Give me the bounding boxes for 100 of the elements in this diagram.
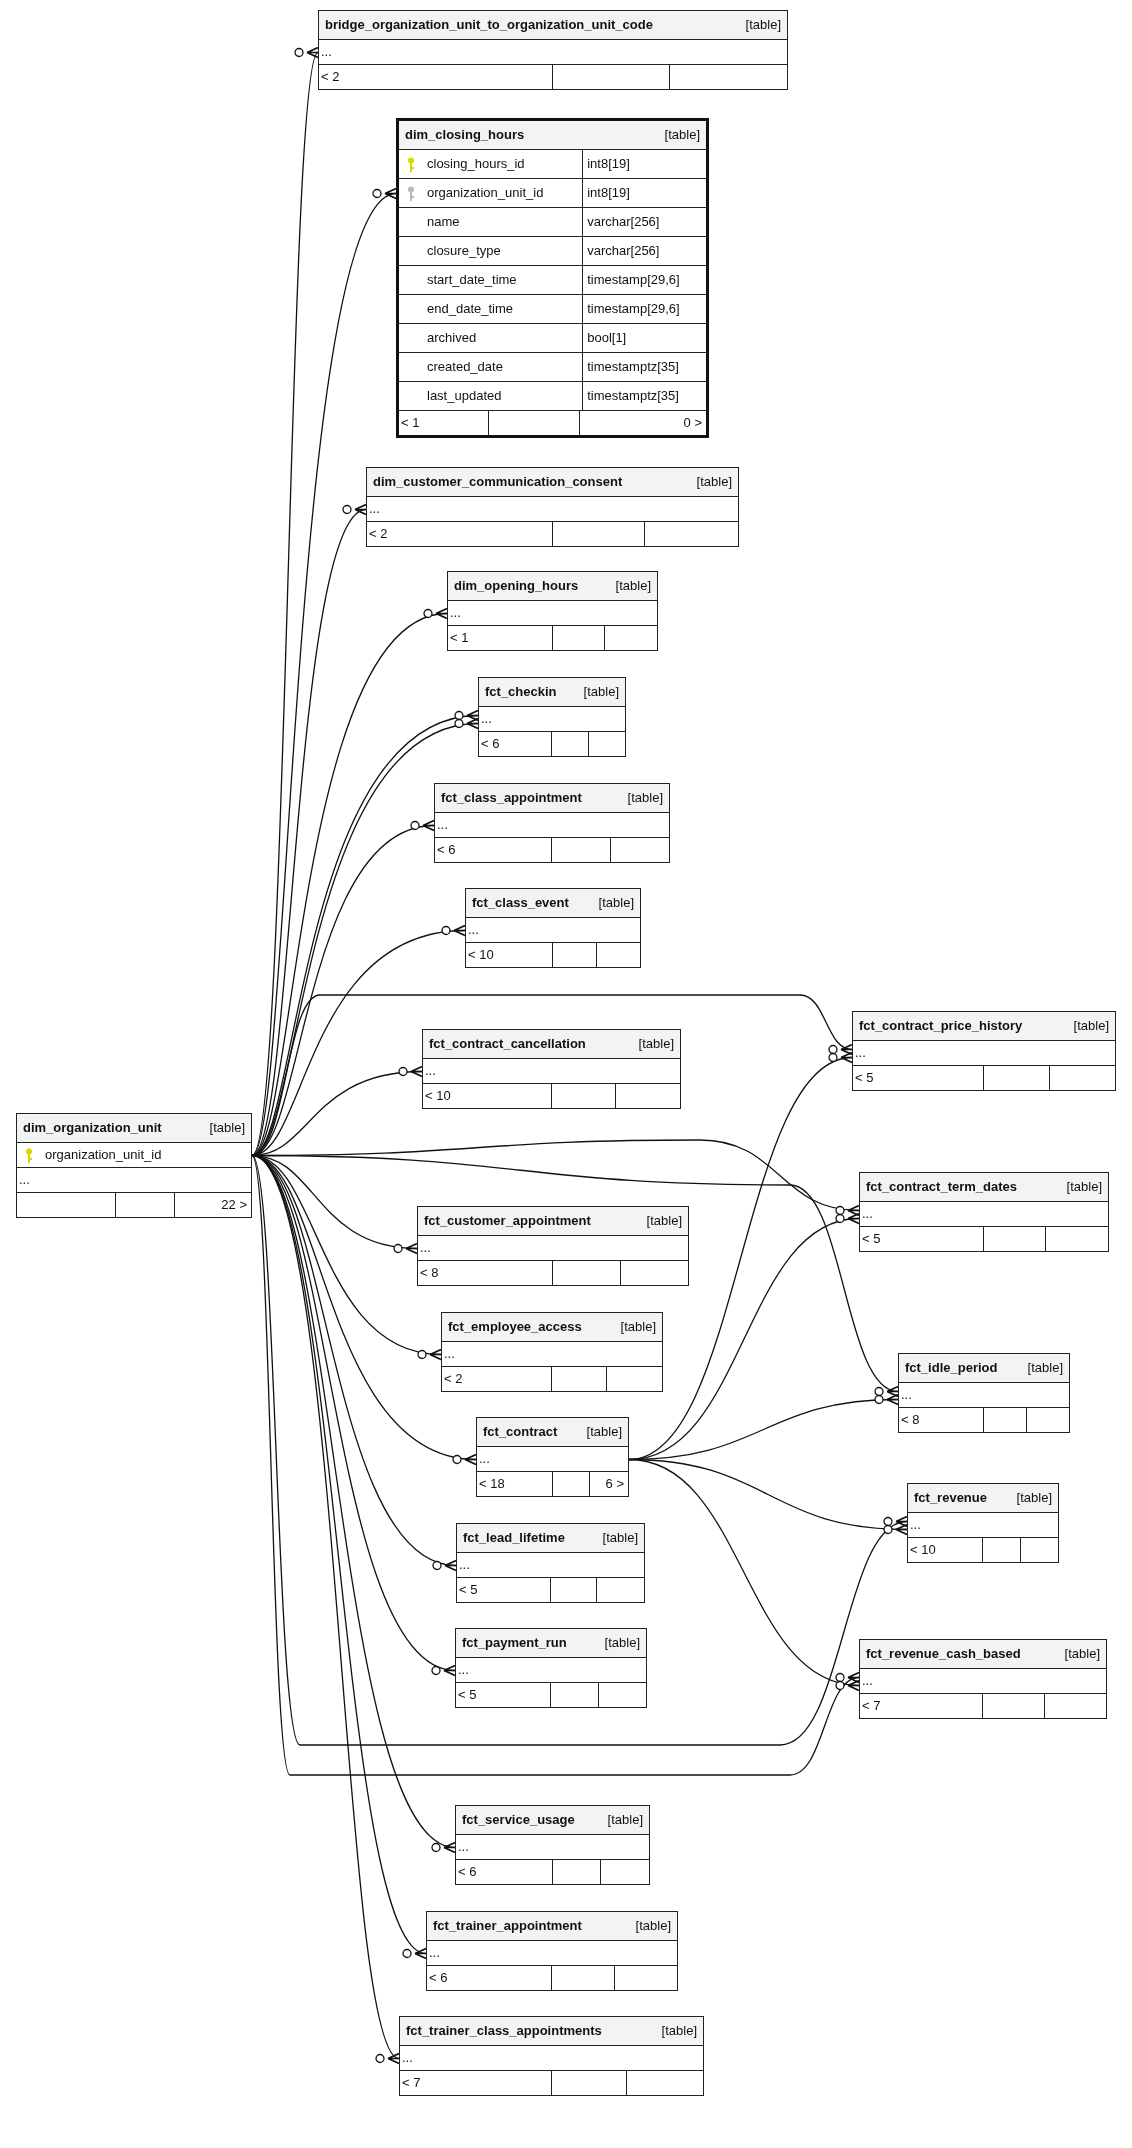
parent-count: < 2 [369, 525, 388, 544]
parent-count: < 7 [862, 1697, 881, 1716]
table-type-tag: [table] [604, 1633, 640, 1653]
parent-count: < 10 [425, 1087, 451, 1106]
more-columns-text: ... [444, 1345, 455, 1364]
parent-count: < 1 [401, 414, 420, 433]
parent-count: < 5 [862, 1230, 881, 1249]
column-type: varchar[256] [587, 242, 660, 261]
parent-count: < 18 [479, 1475, 505, 1494]
column-name: closure_type [427, 242, 501, 261]
database-table [907, 1483, 1059, 1563]
more-columns-text: ... [458, 1838, 469, 1857]
more-columns-text: ... [901, 1386, 912, 1405]
more-columns-text: ... [425, 1062, 436, 1081]
column-name: archived [427, 329, 477, 348]
table-name: dim_organization_unit [23, 1119, 162, 1138]
column-type: bool[1] [587, 329, 627, 348]
table-type-tag: [table] [646, 1211, 682, 1231]
column-type: int8[19] [587, 184, 630, 203]
table-name: fct_revenue [914, 1489, 987, 1508]
parent-count: < 10 [468, 946, 494, 965]
table-name: fct_contract_price_history [859, 1017, 1023, 1036]
database-table [434, 783, 670, 863]
table-type-tag: [table] [661, 2021, 697, 2041]
table-name: fct_class_appointment [441, 789, 582, 808]
column-type: timestamp[29,6] [587, 300, 680, 319]
table-type-tag: [table] [583, 682, 619, 702]
table-type-tag: [table] [696, 472, 732, 492]
table-type-tag: [table] [664, 125, 700, 145]
parent-count: < 2 [444, 1370, 463, 1389]
parent-count: < 6 [437, 841, 456, 860]
parent-count: < 10 [910, 1541, 936, 1560]
relationship-line [628, 1458, 861, 1692]
database-table [399, 2016, 704, 2096]
column-name: last_updated [427, 387, 502, 406]
table-name: fct_contract [483, 1423, 558, 1442]
column-name: closing_hours_id [427, 155, 525, 174]
table-name: fct_class_event [472, 894, 569, 913]
table-name: fct_checkin [485, 683, 557, 702]
table-type-tag: [table] [1073, 1016, 1109, 1036]
database-table [476, 1417, 629, 1497]
parent-count: < 7 [402, 2074, 421, 2093]
more-columns-text: ... [369, 500, 380, 519]
column-type: timestamp[29,6] [587, 271, 680, 290]
column-name: end_date_time [427, 300, 513, 319]
parent-count: < 5 [458, 1686, 477, 1705]
table-type-tag: [table] [586, 1422, 622, 1442]
more-columns-text: ... [420, 1239, 431, 1258]
database-table [441, 1312, 663, 1392]
table-type-tag: [table] [602, 1528, 638, 1548]
database-table [859, 1172, 1109, 1252]
parent-count: < 6 [481, 735, 500, 754]
database-table [16, 1113, 252, 1218]
database-table [456, 1523, 645, 1603]
more-columns-text: ... [459, 1556, 470, 1575]
database-table [478, 677, 626, 757]
parent-count: < 1 [450, 629, 469, 648]
table-name: fct_idle_period [905, 1359, 998, 1378]
more-columns-text: ... [468, 921, 479, 940]
parent-count: < 5 [855, 1069, 874, 1088]
database-table [455, 1805, 650, 1885]
database-table [366, 467, 739, 547]
table-type-tag: [table] [209, 1118, 245, 1138]
table-type-tag: [table] [598, 893, 634, 913]
table-type-tag: [table] [635, 1916, 671, 1936]
database-table [898, 1353, 1070, 1433]
database-table [426, 1911, 678, 1991]
parent-count: < 8 [901, 1411, 920, 1430]
more-columns-text: ... [19, 1171, 30, 1190]
more-columns-text: ... [402, 2049, 413, 2068]
table-type-tag: [table] [1016, 1488, 1052, 1508]
table-name: fct_service_usage [462, 1811, 575, 1830]
column-name: start_date_time [427, 271, 517, 290]
table-type-tag: [table] [638, 1034, 674, 1054]
table-name: fct_trainer_class_appointments [406, 2022, 602, 2041]
table-name: fct_trainer_appointment [433, 1917, 582, 1936]
parent-count: < 6 [429, 1969, 448, 1988]
parent-count: < 5 [459, 1581, 478, 1600]
more-columns-text: ... [855, 1044, 866, 1063]
child-count: 6 > [605, 1475, 624, 1494]
table-type-tag: [table] [1064, 1644, 1100, 1664]
column-type: int8[19] [587, 155, 630, 174]
table-type-tag: [table] [1066, 1177, 1102, 1197]
table-type-tag: [table] [627, 788, 663, 808]
more-columns-text: ... [429, 1944, 440, 1963]
table-name: fct_lead_lifetime [463, 1529, 565, 1548]
table-name: fct_employee_access [448, 1318, 582, 1337]
table-type-tag: [table] [745, 15, 781, 35]
more-columns-text: ... [437, 816, 448, 835]
table-name: dim_opening_hours [454, 577, 579, 596]
database-table [447, 571, 658, 651]
column-type: timestamptz[35] [587, 387, 679, 406]
database-table [422, 1029, 681, 1109]
column-name: organization_unit_id [45, 1146, 162, 1165]
table-name: fct_payment_run [462, 1634, 567, 1653]
database-table [852, 1011, 1116, 1091]
table-name: dim_customer_communication_consent [373, 473, 623, 492]
column-name: name [427, 213, 460, 232]
more-columns-text: ... [862, 1672, 873, 1691]
column-type: timestamptz[35] [587, 358, 679, 377]
